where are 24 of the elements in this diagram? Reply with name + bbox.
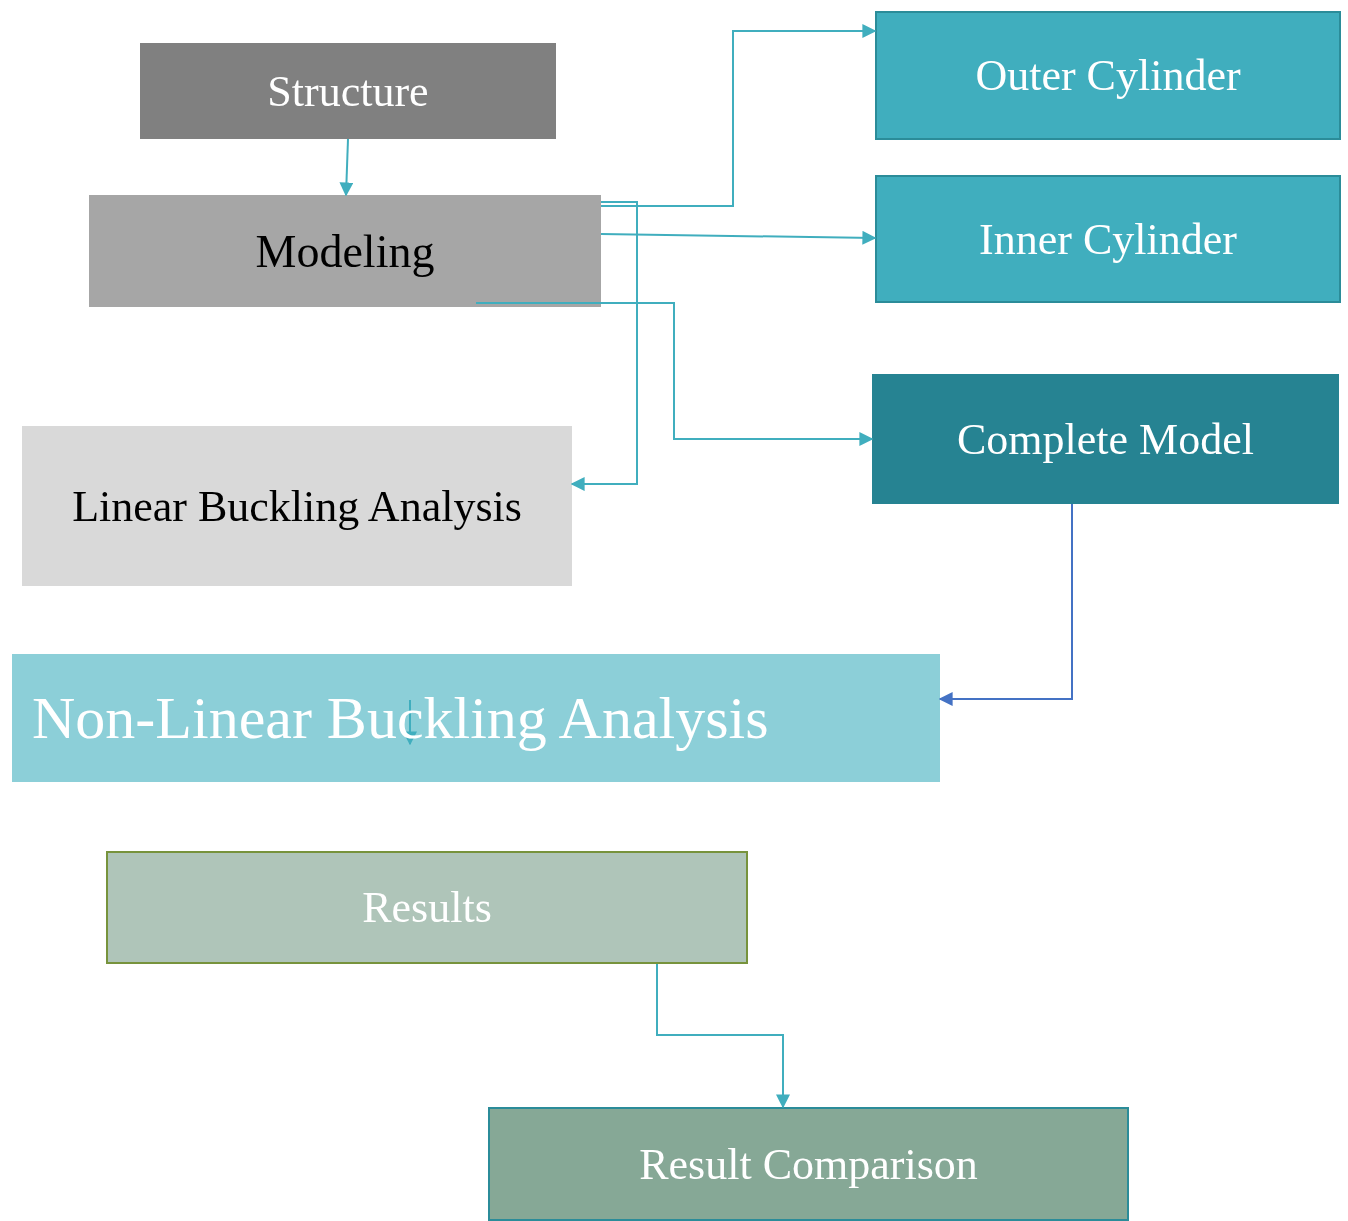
box-label: Complete Model xyxy=(957,413,1254,465)
box-label: Result Comparison xyxy=(639,1138,978,1190)
box-label: Modeling xyxy=(255,224,435,278)
box-label: Outer Cylinder xyxy=(975,50,1241,101)
box-label: Inner Cylinder xyxy=(979,213,1237,265)
process-box xyxy=(106,851,748,964)
process-box xyxy=(22,426,572,586)
arrow xyxy=(938,503,1073,706)
arrow xyxy=(600,24,877,207)
arrow xyxy=(339,138,354,197)
arrow xyxy=(600,230,877,245)
process-box xyxy=(875,175,1341,303)
arrow xyxy=(570,201,638,491)
process-box xyxy=(140,43,556,139)
arrow xyxy=(656,963,790,1109)
analysis-band xyxy=(12,654,940,782)
box-label: Structure xyxy=(267,65,429,117)
arrow xyxy=(475,302,874,446)
box-label: Results xyxy=(362,882,492,933)
process-box xyxy=(89,195,601,307)
box-label: Linear Buckling Analysis xyxy=(72,480,522,532)
process-box xyxy=(872,374,1339,504)
process-box xyxy=(875,11,1341,140)
process-box xyxy=(488,1107,1129,1221)
